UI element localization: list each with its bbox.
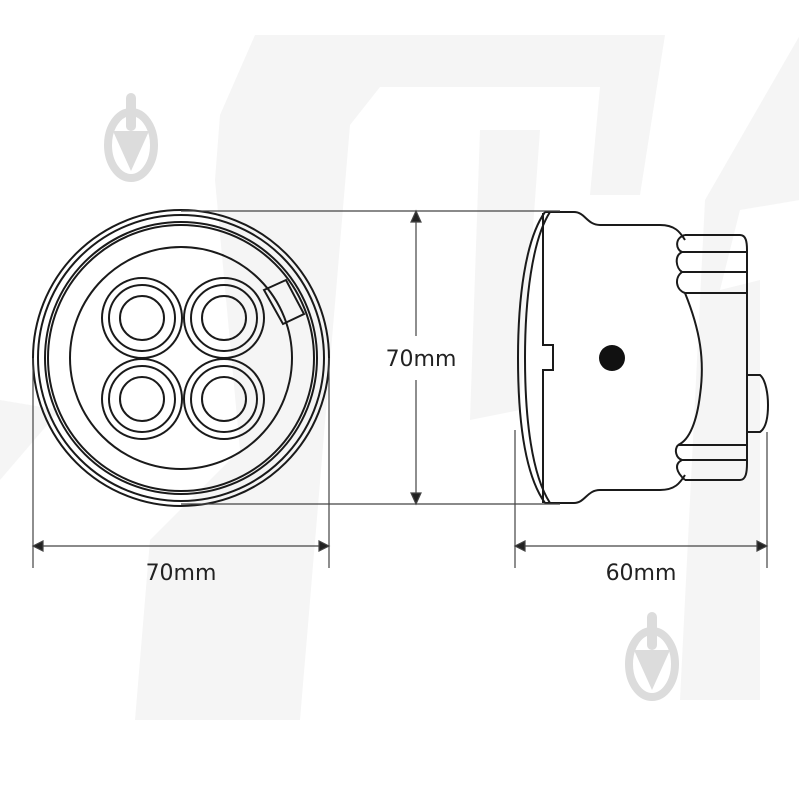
- background-watermark: [0, 35, 799, 720]
- side-view: [516, 211, 770, 504]
- clip-tab: [262, 278, 306, 326]
- trowel-logo-icon: [625, 612, 679, 701]
- led-lens-icon: [101, 277, 183, 359]
- depth-dimension-label: 60mm: [606, 561, 677, 586]
- trowel-logo-icon: [104, 93, 158, 182]
- height-dimension-label: 70mm: [386, 347, 457, 372]
- dimension-lines: [31, 209, 769, 568]
- width-dimension-label: 70mm: [146, 561, 217, 586]
- led-lens-icon: [101, 358, 183, 440]
- led-lens-icon: [183, 358, 265, 440]
- front-view: [32, 209, 330, 507]
- screw-hole-icon: [599, 345, 625, 371]
